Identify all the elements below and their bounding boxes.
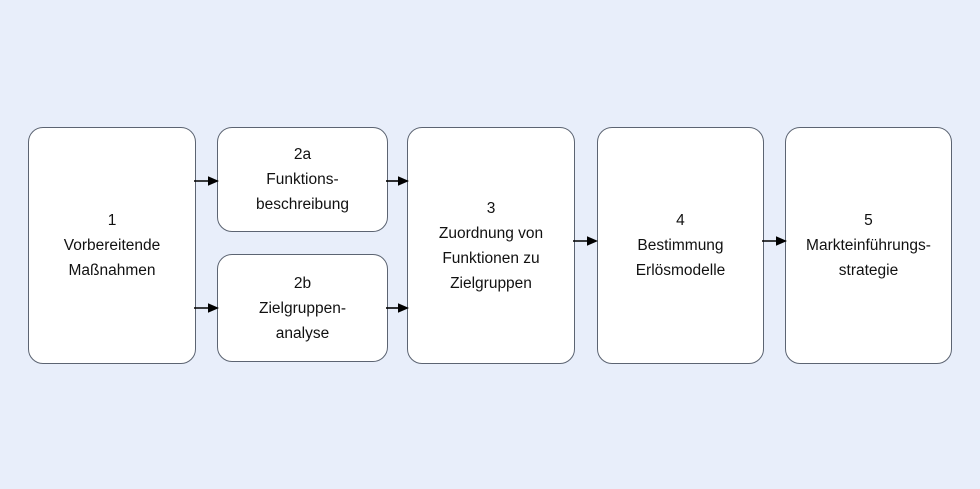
process-node-2b[interactable]: 2b Zielgruppen- analyse [217,254,388,362]
node-3-line-4: Zielgruppen [450,274,532,292]
node-2b-line-3: analyse [275,324,330,342]
process-node-2b-label: 2b Zielgruppen- analyse [257,271,348,346]
arrow-icon-node3-to-node4 [573,235,599,247]
process-node-2a-label: 2a Funktions- beschreibung [254,142,351,217]
process-node-5[interactable]: 5 Markteinführungs- strategie [785,127,952,364]
process-node-4-label: 4 Bestimmung Erlösmodelle [634,208,728,283]
arrow-icon-node2a-to-node3 [386,175,410,187]
process-node-4[interactable]: 4 Bestimmung Erlösmodelle [597,127,764,364]
node-5-line-2: Markteinführungs- [806,237,931,254]
node-5-line-3: strategie [838,262,899,279]
node-1-line-1: 1 [107,212,117,229]
node-2b-line-1: 2b [293,274,312,292]
node-4-line-3: Erlösmodelle [635,262,726,279]
node-3-line-2: Zuordnung von [438,224,544,242]
node-4-line-1: 4 [676,212,685,229]
process-node-1-label: 1 Vorbereitende Maßnahmen [62,208,163,283]
arrow-icon-node4-to-node5 [762,235,788,247]
process-node-2a[interactable]: 2a Funktions- beschreibung [217,127,388,232]
node-1-line-3: Maßnahmen [68,262,156,279]
node-3-line-1: 3 [486,199,496,217]
node-4-line-2: Bestimmung [637,237,724,254]
arrow-icon-node1-to-node2b [194,302,220,314]
node-2a-line-3: beschreibung [255,196,350,213]
arrow-icon-node1-to-node2a [194,175,220,187]
process-node-5-label: 5 Markteinführungs- strategie [804,208,933,283]
node-3-line-3: Funktionen zu [442,249,540,267]
node-1-line-2: Vorbereitende [63,237,161,254]
node-2b-line-2: Zielgruppen- [258,299,347,317]
arrow-icon-node2b-to-node3 [386,302,410,314]
process-node-3-label: 3 Zuordnung von Funktionen zu Zielgruppe… [437,196,545,296]
node-2a-line-1: 2a [293,146,312,163]
node-5-line-1: 5 [864,212,873,229]
process-node-1[interactable]: 1 Vorbereitende Maßnahmen [28,127,196,364]
node-2a-line-2: Funktions- [266,171,339,188]
process-node-3[interactable]: 3 Zuordnung von Funktionen zu Zielgruppe… [407,127,575,364]
